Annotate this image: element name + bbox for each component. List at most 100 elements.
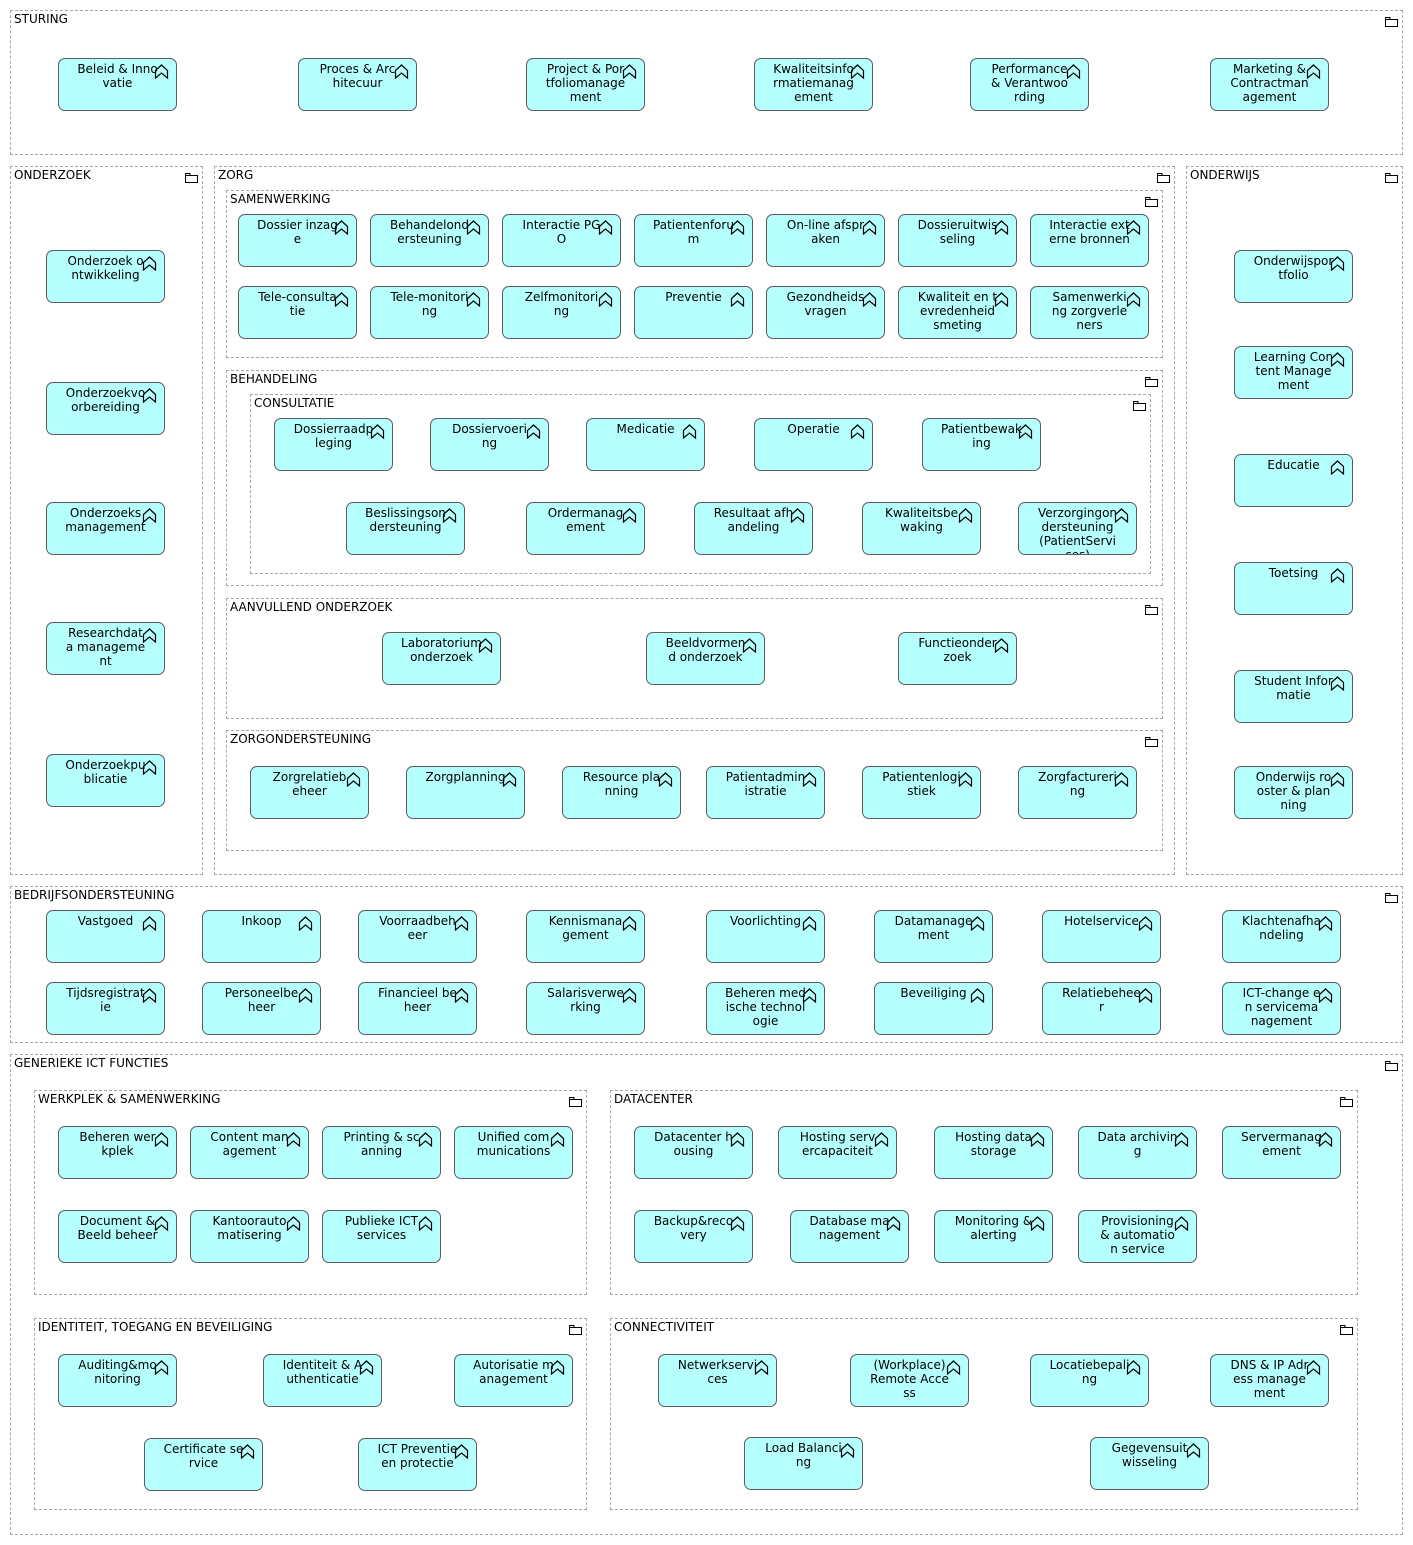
function-box[interactable]: Datacenter housing (634, 1126, 753, 1179)
function-label: Onderzoekpublicatie (65, 758, 146, 786)
function-box[interactable]: Medicatie (586, 418, 705, 471)
function-box[interactable]: Patientadministratie (706, 766, 825, 819)
function-box[interactable]: Netwerkservices (658, 1354, 777, 1407)
function-box[interactable]: Hotelservice (1042, 910, 1161, 963)
function-box[interactable]: Publieke ICT services (322, 1210, 441, 1263)
function-box[interactable]: Beslissingsondersteuning (346, 502, 465, 555)
business-function-icon (730, 1132, 745, 1147)
function-box[interactable]: Salarisverwerking (526, 982, 645, 1035)
function-box[interactable]: Document & Beeld beheer (58, 1210, 177, 1263)
function-box[interactable]: Laboratorium onderzoek (382, 632, 501, 685)
function-box[interactable]: Functieonderzoek (898, 632, 1017, 685)
function-box[interactable]: Database management (790, 1210, 909, 1263)
function-box[interactable]: ICT Preventie en protectie (358, 1438, 477, 1491)
function-box[interactable]: Performance & Verantwoording (970, 58, 1089, 111)
function-box[interactable]: Financieel beheer (358, 982, 477, 1035)
function-box[interactable]: Relatiebeheer (1042, 982, 1161, 1035)
function-box[interactable]: Kennismanagement (526, 910, 645, 963)
function-box[interactable]: Certificate service (144, 1438, 263, 1491)
function-box[interactable]: Marketing & Contractmanagement (1210, 58, 1329, 111)
function-box[interactable]: Kwaliteitsbewaking (862, 502, 981, 555)
function-box[interactable]: Klachtenafhandeling (1222, 910, 1341, 963)
function-box[interactable]: Educatie (1234, 454, 1353, 507)
function-box[interactable]: Operatie (754, 418, 873, 471)
business-function-icon (1330, 460, 1345, 475)
function-box[interactable]: Monitoring & alerting (934, 1210, 1053, 1263)
function-box[interactable]: Zorgrelatiebeheer (250, 766, 369, 819)
function-box[interactable]: Zorgfacturering (1018, 766, 1137, 819)
function-box[interactable]: Backup&recovery (634, 1210, 753, 1263)
function-box[interactable]: Proces & Architecuur (298, 58, 417, 111)
function-box[interactable]: ICT-change en servicemanagement (1222, 982, 1341, 1035)
function-box[interactable]: Preventie (634, 286, 753, 339)
function-box[interactable]: (Workplace) Remote Access (850, 1354, 969, 1407)
function-label: Hotelservice (1064, 914, 1139, 928)
function-box[interactable]: Auditing&monitoring (58, 1354, 177, 1407)
group-aanvullend: AANVULLEND ONDERZOEK (226, 598, 1163, 719)
function-box[interactable]: Hosting data storage (934, 1126, 1053, 1179)
function-box[interactable]: Unified communications (454, 1126, 573, 1179)
function-box[interactable]: Vastgoed (46, 910, 165, 963)
function-box[interactable]: Resultaat afhandeling (694, 502, 813, 555)
function-box[interactable]: Onderwijsportfolio (1234, 250, 1353, 303)
function-box[interactable]: Interactie PGO (502, 214, 621, 267)
function-box[interactable]: Onderzoekvoorbereiding (46, 382, 165, 435)
function-box[interactable]: DNS & IP Adress management (1210, 1354, 1329, 1407)
function-box[interactable]: Beheren medische technologie (706, 982, 825, 1035)
function-box[interactable]: Beheren werkplek (58, 1126, 177, 1179)
function-box[interactable]: Dossierraadpleging (274, 418, 393, 471)
function-box[interactable]: Onderzoekpublicatie (46, 754, 165, 807)
function-box[interactable]: Zelfmonitoring (502, 286, 621, 339)
function-box[interactable]: Verzorgingondersteuning (PatientServices… (1018, 502, 1137, 555)
function-box[interactable]: Tele-monitoring (370, 286, 489, 339)
function-box[interactable]: Interactie externe bronnen (1030, 214, 1149, 267)
function-box[interactable]: Gegevensuitwisseling (1090, 1437, 1209, 1490)
function-box[interactable]: Hosting servercapaciteit (778, 1126, 897, 1179)
function-box[interactable]: Researchdata management (46, 622, 165, 675)
function-box[interactable]: Tele-consultatie (238, 286, 357, 339)
function-box[interactable]: Kwaliteitsinformatiemanagement (754, 58, 873, 111)
function-box[interactable]: Locatiebepaling (1030, 1354, 1149, 1407)
function-box[interactable]: Resource planning (562, 766, 681, 819)
function-box[interactable]: Voorraadbeheer (358, 910, 477, 963)
function-box[interactable]: Kwaliteit en tevredenheidsmeting (898, 286, 1017, 339)
function-box[interactable]: Patientenforum (634, 214, 753, 267)
function-box[interactable]: Beleid & Innovatie (58, 58, 177, 111)
function-box[interactable]: Learning Content Management (1234, 346, 1353, 399)
function-box[interactable]: Kantoorautomatisering (190, 1210, 309, 1263)
function-box[interactable]: Dossiervoering (430, 418, 549, 471)
function-box[interactable]: Beeldvormend onderzoek (646, 632, 765, 685)
function-box[interactable]: Identiteit & Authenticatie (263, 1354, 382, 1407)
function-box[interactable]: Inkoop (202, 910, 321, 963)
function-box[interactable]: Onderzoeksmanagement (46, 502, 165, 555)
function-box[interactable]: Datamanagement (874, 910, 993, 963)
function-box[interactable]: On-line afspraken (766, 214, 885, 267)
function-box[interactable]: Provisioning & automation service (1078, 1210, 1197, 1263)
function-box[interactable]: Patientbewaking (922, 418, 1041, 471)
function-box[interactable]: Behandelondersteuning (370, 214, 489, 267)
function-box[interactable]: Onderwijs rooster & planning (1234, 766, 1353, 819)
function-box[interactable]: Autorisatie management (454, 1354, 573, 1407)
function-label: DNS & IP Adress management (1230, 1358, 1309, 1400)
function-label: Identiteit & Authenticatie (282, 1358, 363, 1386)
function-box[interactable]: Beveiliging (874, 982, 993, 1035)
function-box[interactable]: Student Informatie (1234, 670, 1353, 723)
function-box[interactable]: Ordermanagement (526, 502, 645, 555)
function-box[interactable]: Zorgplanning (406, 766, 525, 819)
function-box[interactable]: Toetsing (1234, 562, 1353, 615)
function-box[interactable]: Printing & scanning (322, 1126, 441, 1179)
function-box[interactable]: Data archiving (1078, 1126, 1197, 1179)
function-box[interactable]: Personeelbeheer (202, 982, 321, 1035)
function-box[interactable]: Dossier inzage (238, 214, 357, 267)
function-box[interactable]: Tijdsregistratie (46, 982, 165, 1035)
function-box[interactable]: Project & Portfoliomanagement (526, 58, 645, 111)
function-box[interactable]: Load Balancing (744, 1437, 863, 1490)
function-box[interactable]: Patientenlogistiek (862, 766, 981, 819)
function-box[interactable]: Content management (190, 1126, 309, 1179)
function-box[interactable]: Servermanagement (1222, 1126, 1341, 1179)
function-box[interactable]: Gezondheidsvragen (766, 286, 885, 339)
function-box[interactable]: Samenwerking zorgverleners (1030, 286, 1149, 339)
function-box[interactable]: Voorlichting (706, 910, 825, 963)
function-box[interactable]: Onderzoek ontwikkeling (46, 250, 165, 303)
function-box[interactable]: Dossieruitwisseling (898, 214, 1017, 267)
